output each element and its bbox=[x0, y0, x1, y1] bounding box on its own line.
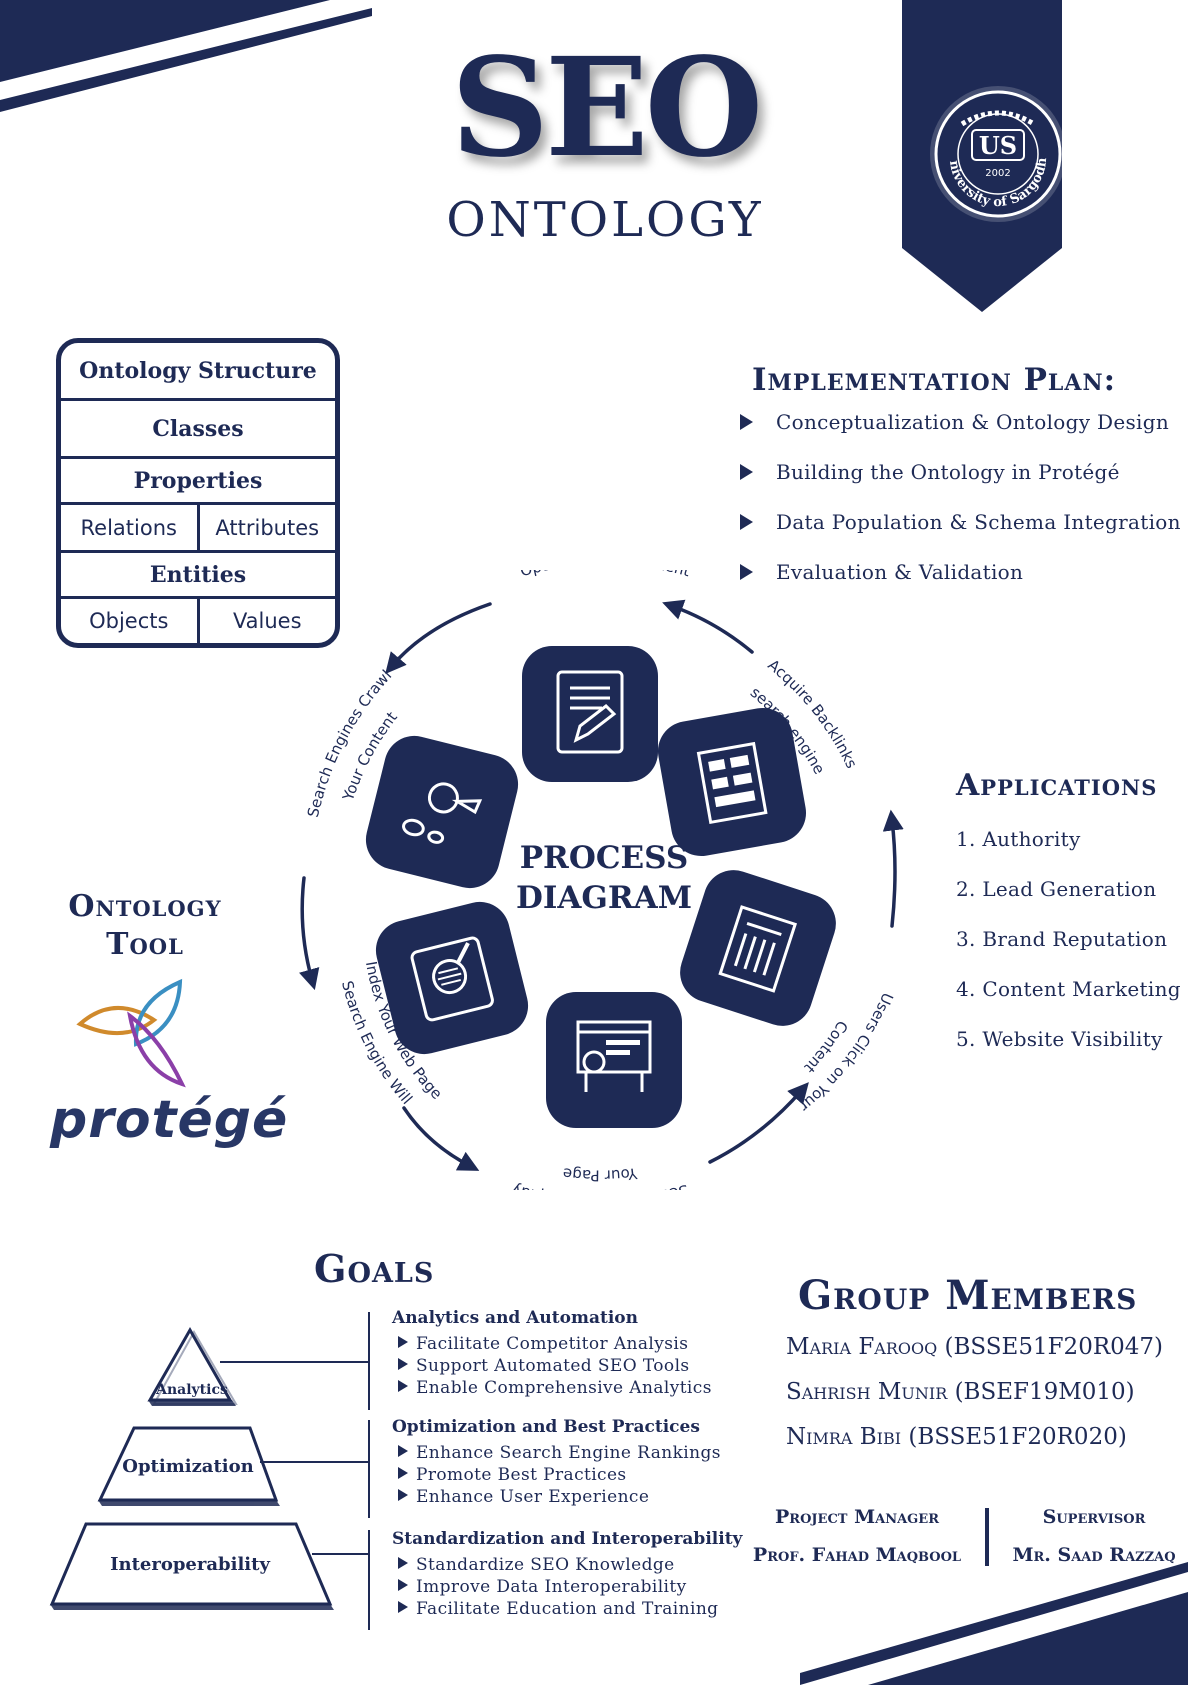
step-tile-index bbox=[369, 895, 535, 1061]
implementation-item: Building the Ontology in Protégé bbox=[740, 460, 1120, 484]
application-item: 3. Brand Reputation bbox=[956, 927, 1168, 951]
member-name: Maria Farooq (BSSE51F20R047) bbox=[786, 1334, 1164, 1360]
implementation-item: Data Population & Schema Integration bbox=[740, 510, 1181, 534]
structure-entities: Entities bbox=[149, 561, 247, 588]
step-tile-click bbox=[672, 862, 844, 1034]
page-subtitle: ONTOLOGY bbox=[446, 192, 764, 248]
project-manager-label: Project Manager bbox=[774, 1506, 939, 1528]
protege-logo-icon bbox=[76, 978, 186, 1088]
goal-group-heading: Standardization and Interoperability bbox=[392, 1529, 743, 1549]
structure-properties: Properties bbox=[133, 467, 263, 494]
ontology-structure-table: Ontology Structure Classes Properties Re… bbox=[56, 338, 340, 648]
goal-item: Facilitate Competitor Analysis bbox=[398, 1334, 688, 1354]
crawl-footprints-icon bbox=[402, 782, 483, 844]
step-tile-display bbox=[546, 992, 682, 1128]
arrow-bullet-icon bbox=[740, 414, 753, 430]
implementation-plan-title: Implementation Plan: bbox=[752, 362, 1117, 398]
goal-group-heading: Analytics and Automation bbox=[392, 1308, 638, 1328]
goal-item: Promote Best Practices bbox=[398, 1465, 627, 1485]
structure-relations: Relations bbox=[80, 515, 177, 540]
protege-wordmark: protégé bbox=[50, 1090, 289, 1150]
arrow-bullet-icon bbox=[398, 1380, 408, 1392]
structure-values: Values bbox=[196, 599, 336, 643]
step-label: Your Page bbox=[562, 1164, 639, 1184]
arrow-bullet-icon bbox=[740, 464, 753, 480]
arrow-bullet-icon bbox=[398, 1557, 408, 1569]
arrow-bullet-icon bbox=[398, 1445, 408, 1457]
web-page-icon bbox=[576, 1020, 652, 1092]
implementation-item: Conceptualization & Ontology Design bbox=[740, 410, 1169, 434]
arrow-bullet-icon bbox=[740, 564, 753, 580]
corner-stripe-top-left bbox=[0, 0, 372, 112]
application-item: 5. Website Visibility bbox=[956, 1027, 1163, 1051]
arrow-bullet-icon bbox=[398, 1489, 408, 1501]
group-members-title: Group Members bbox=[798, 1272, 1138, 1319]
goal-divider bbox=[368, 1530, 370, 1630]
goal-item: Enable Comprehensive Analytics bbox=[398, 1378, 712, 1398]
goal-divider bbox=[368, 1312, 370, 1410]
goal-group-heading: Optimization and Best Practices bbox=[392, 1417, 700, 1437]
step-label: Users Click on Your bbox=[795, 990, 896, 1116]
goals-pyramid: Analytics Optimization Interoperability bbox=[49, 1326, 368, 1610]
goals-title: Goals bbox=[314, 1246, 435, 1291]
goal-divider bbox=[368, 1420, 370, 1518]
pyramid-analytics: Analytics bbox=[155, 1382, 228, 1398]
roles-divider bbox=[985, 1508, 989, 1566]
goal-item: Enhance Search Engine Rankings bbox=[398, 1443, 721, 1463]
arrow-bullet-icon bbox=[398, 1336, 408, 1348]
step-label: Optimize Your Content bbox=[518, 570, 692, 580]
goal-item: Improve Data Interoperability bbox=[398, 1577, 687, 1597]
implementation-item: Evaluation & Validation bbox=[740, 560, 1023, 584]
arrow-bullet-icon bbox=[740, 514, 753, 530]
pyramid-interoperability: Interoperability bbox=[110, 1554, 270, 1575]
svg-text:US: US bbox=[979, 131, 1017, 160]
goal-item: Standardize SEO Knowledge bbox=[398, 1555, 675, 1575]
pyramid-optimization: Optimization bbox=[122, 1456, 253, 1477]
index-search-icon bbox=[410, 936, 494, 1022]
structure-objects: Objects bbox=[89, 609, 169, 633]
member-name: Nimra Bibi (BSSE51F20R020) bbox=[786, 1424, 1127, 1450]
supervisor-name: Mr. Saad Razzaq bbox=[1012, 1544, 1176, 1566]
step-tile-crawl bbox=[359, 729, 525, 895]
corner-stripe-bottom-right bbox=[800, 1562, 1188, 1685]
application-item: 4. Content Marketing bbox=[956, 977, 1181, 1001]
backlinks-icon bbox=[696, 741, 768, 825]
member-name: Sahrish Munir (BSEF19M010) bbox=[786, 1379, 1135, 1405]
application-item: 1. Authority bbox=[956, 827, 1081, 851]
svg-text:2002: 2002 bbox=[985, 168, 1010, 179]
arrow-bullet-icon bbox=[398, 1358, 408, 1370]
page-title: SEO bbox=[450, 28, 763, 188]
document-edit-icon bbox=[556, 670, 624, 754]
structure-title: Ontology Structure bbox=[79, 357, 317, 384]
structure-attributes: Attributes bbox=[196, 505, 336, 550]
structure-classes: Classes bbox=[152, 415, 244, 442]
supervisor-label: Supervisor bbox=[1042, 1506, 1146, 1528]
step-tile-optimize bbox=[522, 646, 658, 782]
applications-title: Applications bbox=[956, 768, 1158, 803]
arrow-bullet-icon bbox=[398, 1601, 408, 1613]
application-item: 2. Lead Generation bbox=[956, 877, 1157, 901]
arrow-bullet-icon bbox=[398, 1467, 408, 1479]
arrow-bullet-icon bbox=[398, 1579, 408, 1591]
university-emblem: University of Sargodha US 2002 bbox=[928, 84, 1066, 222]
step-tile-backlinks bbox=[653, 703, 811, 861]
goal-item: Facilitate Education and Training bbox=[398, 1599, 718, 1619]
goal-item: Support Automated SEO Tools bbox=[398, 1356, 690, 1376]
project-manager-name: Prof. Fahad Maqbool bbox=[752, 1544, 962, 1566]
newspaper-icon bbox=[718, 905, 798, 993]
goal-item: Enhance User Experience bbox=[398, 1487, 649, 1507]
